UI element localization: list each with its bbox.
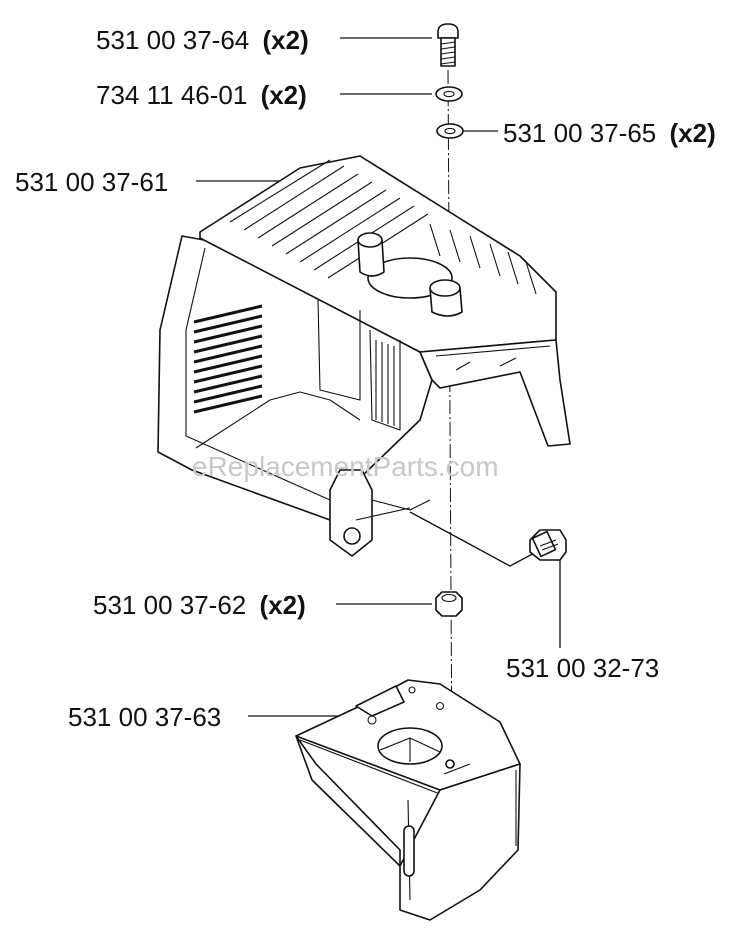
part-number: 531 00 37-61 bbox=[15, 167, 168, 197]
part-number: 531 00 32-73 bbox=[506, 653, 659, 683]
bracket-drawing bbox=[295, 679, 521, 921]
part-qty: (x2) bbox=[669, 118, 715, 148]
label-washer-lower: 531 00 37-65 (x2) bbox=[503, 118, 716, 148]
nut-drawing bbox=[435, 591, 463, 617]
screw-drawing bbox=[409, 511, 567, 567]
leader-lines bbox=[196, 37, 561, 717]
assembly-axis bbox=[447, 69, 453, 771]
svg-text:531 00 37-65 (x2): 531 00 37-65 (x2) bbox=[503, 118, 716, 148]
part-qty: (x2) bbox=[261, 80, 307, 110]
cylinder-cover-drawing bbox=[157, 155, 571, 557]
svg-text:734 11 46-01 (x2): 734 11 46-01 (x2) bbox=[96, 80, 307, 110]
part-number: 531 00 37-65 bbox=[503, 118, 656, 148]
part-number: 531 00 37-63 bbox=[68, 702, 221, 732]
bolt-drawing bbox=[437, 23, 459, 67]
label-washer-top: 734 11 46-01 (x2) bbox=[96, 80, 307, 110]
label-bracket: 531 00 37-63 bbox=[68, 702, 221, 732]
part-number: 531 00 37-64 bbox=[96, 25, 249, 55]
label-cylinder-cover: 531 00 37-61 bbox=[15, 167, 168, 197]
label-bolt: 531 00 37-64 (x2) bbox=[96, 25, 309, 55]
svg-text:531 00 37-62 (x2): 531 00 37-62 (x2) bbox=[93, 590, 306, 620]
washer-lower-drawing bbox=[436, 123, 464, 139]
svg-text:531 00 37-64 (x2): 531 00 37-64 (x2) bbox=[96, 25, 309, 55]
part-number: 531 00 37-62 bbox=[93, 590, 246, 620]
watermark-text: eReplacementParts.com bbox=[192, 451, 499, 482]
part-number: 734 11 46-01 bbox=[96, 80, 247, 110]
part-qty: (x2) bbox=[262, 25, 308, 55]
washer-top-drawing bbox=[435, 86, 463, 102]
label-screw: 531 00 32-73 bbox=[506, 653, 659, 683]
label-nut: 531 00 37-62 (x2) bbox=[93, 590, 306, 620]
part-qty: (x2) bbox=[259, 590, 305, 620]
